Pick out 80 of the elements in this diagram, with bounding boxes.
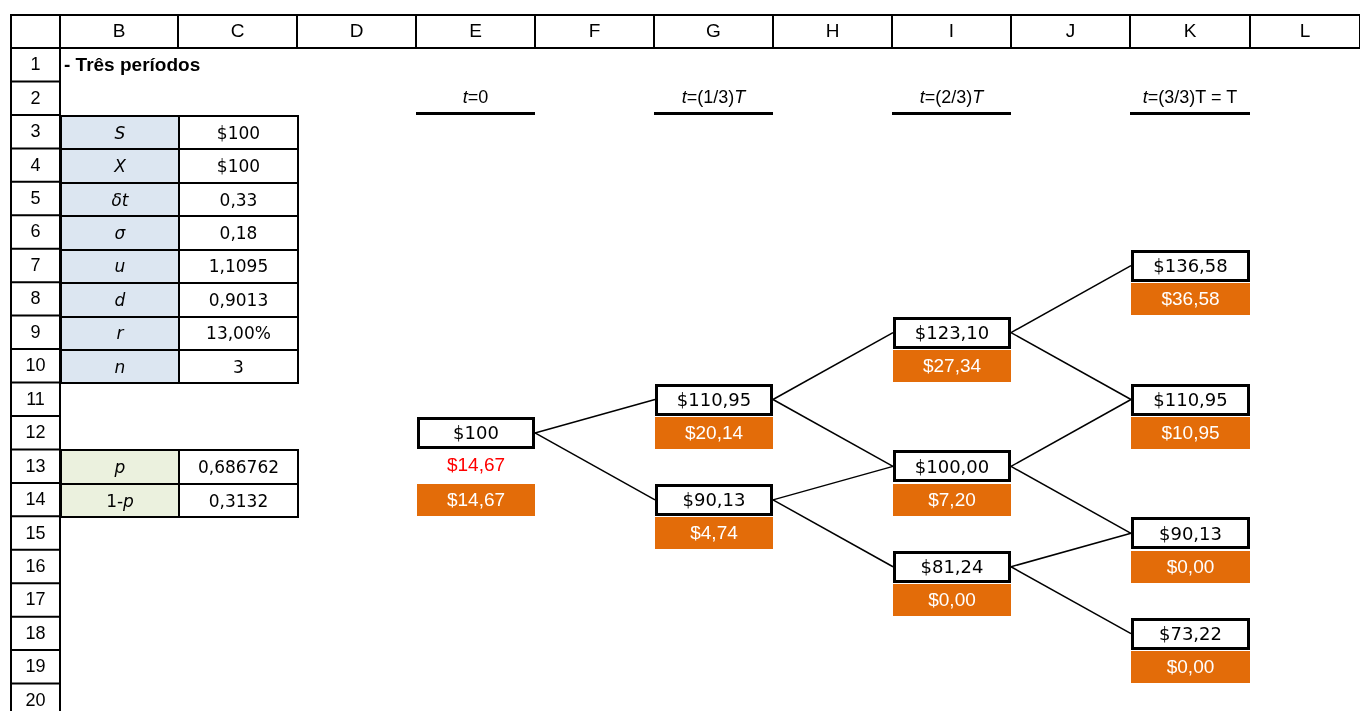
- option-value-cell: $4,74: [655, 517, 773, 550]
- column-header: G: [705, 19, 722, 43]
- row-number: 6: [29, 220, 42, 244]
- table-cell: $100: [178, 114, 299, 151]
- row-number: 18: [24, 621, 47, 645]
- option-value-text: $14,67: [445, 453, 507, 478]
- row-number: 14: [24, 488, 47, 512]
- time-header: t=(2/3)T: [892, 83, 1011, 116]
- row-number: 20: [24, 688, 47, 711]
- column-header: H: [824, 19, 841, 43]
- price-box: $90,13: [655, 483, 773, 516]
- price-box: $123,10: [893, 316, 1011, 349]
- connector-line: [772, 398, 894, 468]
- table-cell: d: [60, 282, 180, 318]
- row-number: 1: [29, 53, 42, 77]
- row-number: 11: [25, 387, 46, 411]
- connector-line: [772, 331, 894, 401]
- column-header: D: [348, 19, 365, 43]
- option-value-cell: $0,00: [1131, 550, 1250, 583]
- option-value-cell: $7,20: [893, 483, 1011, 516]
- connector-line: [534, 398, 656, 434]
- connector-line: [772, 465, 894, 501]
- row-number: 8: [29, 287, 42, 311]
- time-header: t=(1/3)T: [654, 83, 773, 116]
- option-value-cell: $0,00: [893, 584, 1011, 617]
- row-number: 9: [29, 320, 42, 344]
- price-box: $110,95: [1131, 383, 1250, 416]
- column-header: C: [229, 19, 246, 43]
- table-cell: X: [60, 148, 180, 184]
- price-box: $100: [417, 416, 535, 449]
- table-cell: 3: [178, 349, 299, 385]
- price-box: $100,00: [893, 450, 1011, 483]
- time-header: t=0: [416, 83, 535, 116]
- row-number: 2: [29, 86, 42, 110]
- price-box: $110,95: [655, 383, 773, 416]
- connector-line: [1010, 398, 1132, 468]
- row-number: 17: [24, 588, 47, 612]
- price-box: $90,13: [1131, 517, 1250, 550]
- column-header: I: [947, 19, 956, 43]
- column-header: J: [1064, 19, 1077, 43]
- table-cell: 0,3132: [178, 482, 299, 519]
- option-value-cell: $20,14: [655, 416, 773, 449]
- row-number: 4: [29, 153, 42, 177]
- option-value-cell: $14,67: [417, 483, 535, 516]
- price-box: $81,24: [893, 550, 1011, 583]
- table-cell: S: [60, 114, 180, 151]
- connector-line: [1010, 331, 1132, 401]
- price-box: $73,22: [1131, 617, 1250, 650]
- row-number: 15: [24, 521, 47, 545]
- column-header: E: [468, 19, 483, 43]
- row-number: 12: [24, 421, 47, 445]
- connector-line: [534, 432, 656, 501]
- table-cell: σ: [60, 215, 180, 251]
- table-cell: p: [60, 449, 180, 485]
- option-value-cell: $27,34: [893, 350, 1011, 383]
- sheet-title: - Três períodos: [64, 52, 202, 77]
- column-header: B: [111, 19, 127, 43]
- connector-line: [1010, 264, 1132, 334]
- option-value-cell: $10,95: [1131, 416, 1250, 449]
- option-value-cell: $36,58: [1131, 283, 1250, 316]
- table-cell: 0,686762: [178, 449, 299, 485]
- connector-line: [1010, 465, 1132, 535]
- connector-line: [1010, 566, 1132, 635]
- row-number: 16: [24, 554, 47, 578]
- row-number: 7: [29, 253, 42, 277]
- price-box: $136,58: [1131, 249, 1250, 282]
- table-cell: 1-p: [60, 482, 180, 519]
- column-header: K: [1182, 19, 1198, 43]
- row-number: 5: [29, 187, 42, 210]
- option-value-cell: $0,00: [1131, 651, 1250, 684]
- row-number: 13: [24, 454, 47, 478]
- column-header: F: [587, 19, 602, 43]
- row-number: 19: [24, 655, 47, 679]
- row-number: 3: [29, 120, 42, 144]
- connector-line: [1010, 532, 1132, 568]
- connector-line: [772, 499, 894, 568]
- row-number: 10: [24, 354, 47, 378]
- time-header: t=(3/3)T = T: [1130, 83, 1250, 116]
- table-cell: n: [60, 349, 180, 385]
- column-header: L: [1298, 19, 1312, 43]
